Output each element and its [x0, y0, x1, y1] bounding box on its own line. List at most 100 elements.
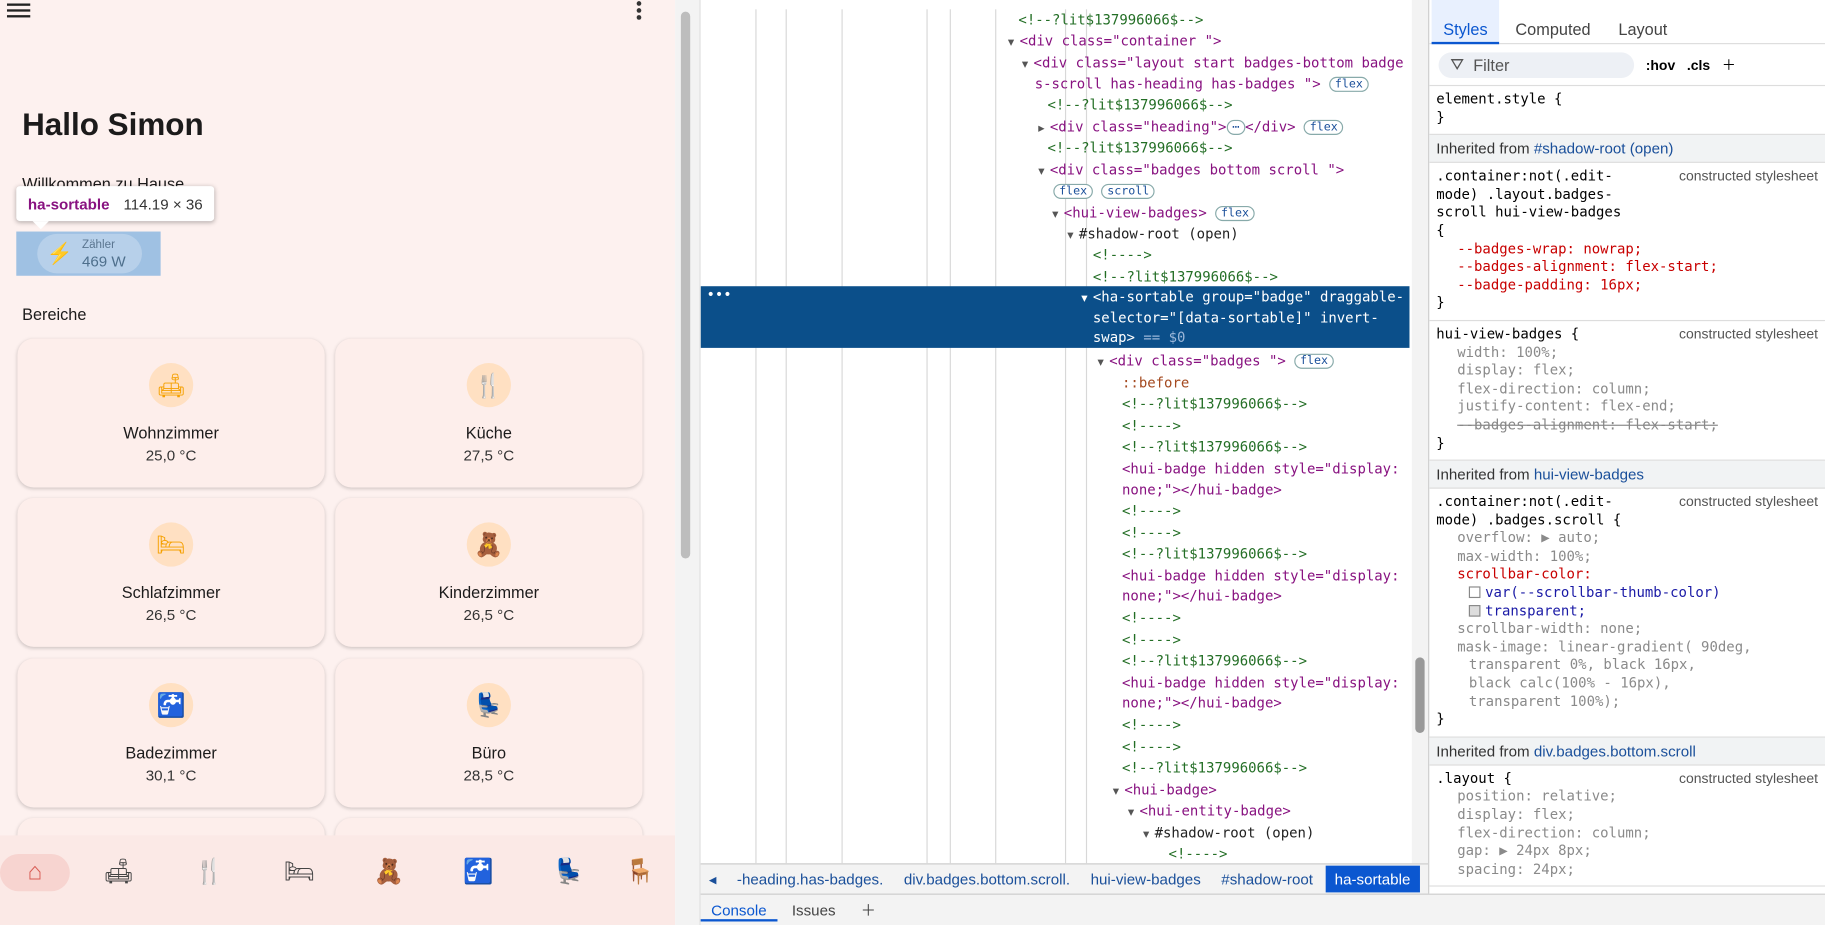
dom-node[interactable]: ▼#shadow-root (open): [1067, 225, 1239, 243]
dom-node[interactable]: <hui-badge hidden style="display:: [1121, 674, 1400, 692]
dom-node[interactable]: ::before: [1121, 374, 1190, 391]
area-name: Schlafzimmer: [121, 582, 221, 602]
area-card-badezimmer[interactable]: 🚰 Badezimmer 30,1 °C: [17, 658, 325, 808]
dom-node[interactable]: ▼#shadow-root (open): [1142, 824, 1315, 842]
nav-office-chair-icon[interactable]: 🪑: [624, 858, 656, 886]
css-rule[interactable]: constructed stylesheet .layout { positio…: [1429, 765, 1825, 888]
dom-node[interactable]: <!--?lit$137996066$-->: [1121, 395, 1308, 412]
new-rule-icon[interactable]: ＋: [1721, 57, 1736, 74]
dom-node[interactable]: ▼<div class="container ">: [1007, 32, 1222, 49]
css-rule[interactable]: constructed stylesheet hui-view-badges {…: [1429, 321, 1825, 461]
breadcrumb-item[interactable]: -heading.has-badges.: [736, 870, 884, 888]
dom-node[interactable]: <!---->: [1168, 845, 1228, 863]
nav-fork-knife-icon[interactable]: 🍴: [194, 858, 225, 886]
dom-node[interactable]: <!--?lit$137996066$-->: [1092, 268, 1278, 286]
node-options-icon[interactable]: •••: [706, 286, 732, 303]
selected-dom-node[interactable]: ••• ▼<ha-sortable group="badge" draggabl…: [700, 286, 1410, 348]
styles-pane: Styles Computed Layout ⛛Filter :hov .cls…: [1428, 0, 1825, 894]
area-temperature: 27,5 °C: [463, 446, 515, 465]
nav-sofa-icon[interactable]: 🛋: [103, 858, 135, 886]
dom-node[interactable]: none;"></hui-badge>: [1121, 481, 1282, 498]
dom-node[interactable]: <!--?lit$137996066$-->: [1121, 438, 1308, 455]
css-rule[interactable]: constructed stylesheet .container:not(.e…: [1429, 489, 1825, 738]
nav-teddy-bear-icon[interactable]: 🧸: [373, 858, 404, 886]
dom-node[interactable]: <hui-badge hidden style="display:: [1121, 567, 1400, 585]
sofa-icon: 🛋: [148, 363, 194, 408]
breadcrumb-item-current[interactable]: ha-sortable: [1325, 865, 1420, 893]
breadcrumb-item[interactable]: #shadow-root: [1221, 870, 1313, 888]
dom-node[interactable]: <!---->: [1121, 609, 1181, 626]
area-name: Badezimmer: [125, 743, 217, 763]
dom-node[interactable]: ▼<hui-view-badges> flex: [1052, 202, 1255, 223]
dom-node[interactable]: ▼<hui-badge>: [1112, 781, 1217, 799]
menu-icon[interactable]: [6, 0, 31, 21]
nav-bed-icon[interactable]: 🛏: [283, 858, 315, 886]
nav-home-icon[interactable]: ⌂: [0, 854, 70, 892]
inherited-header: Inherited from #shadow-root (open): [1429, 135, 1825, 164]
dom-node[interactable]: <!---->: [1121, 631, 1181, 649]
area-name: Küche: [465, 423, 512, 443]
cls-toggle[interactable]: .cls: [1686, 56, 1711, 73]
breadcrumb-back-icon[interactable]: ◂: [708, 870, 717, 888]
area-card-buero[interactable]: 💺 Büro 28,5 °C: [335, 658, 643, 808]
dom-node[interactable]: none;"></hui-badge>: [1121, 587, 1282, 604]
more-options-icon[interactable]: [636, 0, 644, 21]
dom-node[interactable]: <!--?lit$137996066$-->: [1121, 759, 1308, 777]
dom-node[interactable]: s-scroll has-heading has-badges "> flex: [1035, 73, 1369, 94]
page-title: Hallo Simon: [22, 107, 204, 142]
dom-node[interactable]: ▼<div class="badges "> flex: [1098, 350, 1334, 371]
area-card-schlafzimmer[interactable]: 🛏 Schlafzimmer 26,5 °C: [17, 497, 325, 647]
badge-counter[interactable]: ⚡ Zähler 469 W: [37, 233, 142, 274]
power-tower-icon: ⚡: [46, 241, 73, 265]
dom-node[interactable]: flex scroll: [1053, 180, 1156, 201]
area-temperature: 25,0 °C: [145, 446, 197, 465]
devtools-panel: <!--?lit$137996066$--> ▼<div class="cont…: [675, 0, 1825, 925]
inherited-header: Inherited from hui-view-badges: [1429, 460, 1825, 489]
element-style-rule[interactable]: element.style { }: [1429, 86, 1825, 136]
dom-node[interactable]: <!---->: [1092, 246, 1152, 263]
dom-node[interactable]: <!--?lit$137996066$-->: [1121, 545, 1308, 562]
dom-node[interactable]: <!--?lit$137996066$-->: [1047, 96, 1233, 113]
area-temperature: 26,5 °C: [145, 606, 197, 624]
dom-node[interactable]: <!---->: [1121, 716, 1181, 734]
dom-node[interactable]: <!--?lit$137996066$-->: [1047, 139, 1233, 156]
area-card-kueche[interactable]: 🍴 Küche 27,5 °C: [335, 338, 643, 488]
styles-tabs: Styles Computed Layout: [1429, 0, 1825, 45]
dom-node[interactable]: <!--?lit$137996066$-->: [1121, 652, 1308, 670]
dom-node[interactable]: <!---->: [1121, 502, 1181, 519]
dom-node[interactable]: <hui-badge hidden style="display:: [1121, 460, 1400, 478]
css-rule[interactable]: constructed stylesheet .container:not(.e…: [1429, 163, 1825, 322]
dom-node[interactable]: <!---->: [1121, 417, 1181, 434]
dom-node[interactable]: ▼<hui-entity-badge>: [1127, 802, 1291, 820]
filter-input[interactable]: ⛛Filter: [1438, 51, 1635, 78]
nav-desk-chair-icon[interactable]: 💺: [553, 858, 585, 886]
bed-icon: 🛏: [148, 522, 194, 567]
faucet-icon: 🚰: [148, 682, 194, 728]
badge-value: 469 W: [81, 251, 126, 270]
area-card-wohnzimmer[interactable]: 🛋 Wohnzimmer 25,0 °C: [17, 338, 325, 488]
tab-issues[interactable]: Issues: [791, 901, 836, 920]
elements-scrollbar[interactable]: [1411, 0, 1429, 864]
dom-node[interactable]: ▼<div class="layout start badges-bottom …: [1021, 54, 1404, 71]
nav-faucet-icon[interactable]: 🚰: [463, 858, 494, 886]
add-tab-icon[interactable]: ＋: [860, 901, 876, 920]
dom-node[interactable]: <!--?lit$137996066$-->: [1018, 11, 1204, 28]
dom-node[interactable]: <!---->: [1121, 524, 1181, 542]
hov-toggle[interactable]: :hov: [1645, 56, 1676, 73]
tab-styles[interactable]: Styles: [1431, 0, 1500, 45]
breadcrumb-item[interactable]: div.badges.bottom.scroll.: [903, 870, 1071, 888]
breadcrumb-item[interactable]: hui-view-badges: [1090, 870, 1201, 888]
tab-layout[interactable]: Layout: [1618, 19, 1668, 39]
tooltip-tag: ha-sortable: [27, 194, 110, 213]
page-scrollbar[interactable]: [675, 0, 701, 925]
inspect-tooltip: ha-sortable 114.19 × 36: [16, 186, 215, 230]
inherited-header: Inherited from div.badges.bottom.scroll: [1429, 737, 1825, 766]
tab-console[interactable]: Console: [700, 901, 778, 922]
area-card-kinderzimmer[interactable]: 🧸 Kinderzimmer 26,5 °C: [335, 497, 643, 647]
tab-computed[interactable]: Computed: [1515, 19, 1591, 39]
dom-node[interactable]: ▼<div class="badges bottom scroll ">: [1038, 161, 1345, 179]
elements-tree: <!--?lit$137996066$--> ▼<div class="cont…: [700, 0, 1412, 864]
dom-node[interactable]: <!---->: [1121, 738, 1181, 756]
dom-node[interactable]: none;"></hui-badge>: [1121, 694, 1282, 711]
dom-node[interactable]: ▶<div class="heading">⋯</div> flex: [1038, 116, 1344, 137]
